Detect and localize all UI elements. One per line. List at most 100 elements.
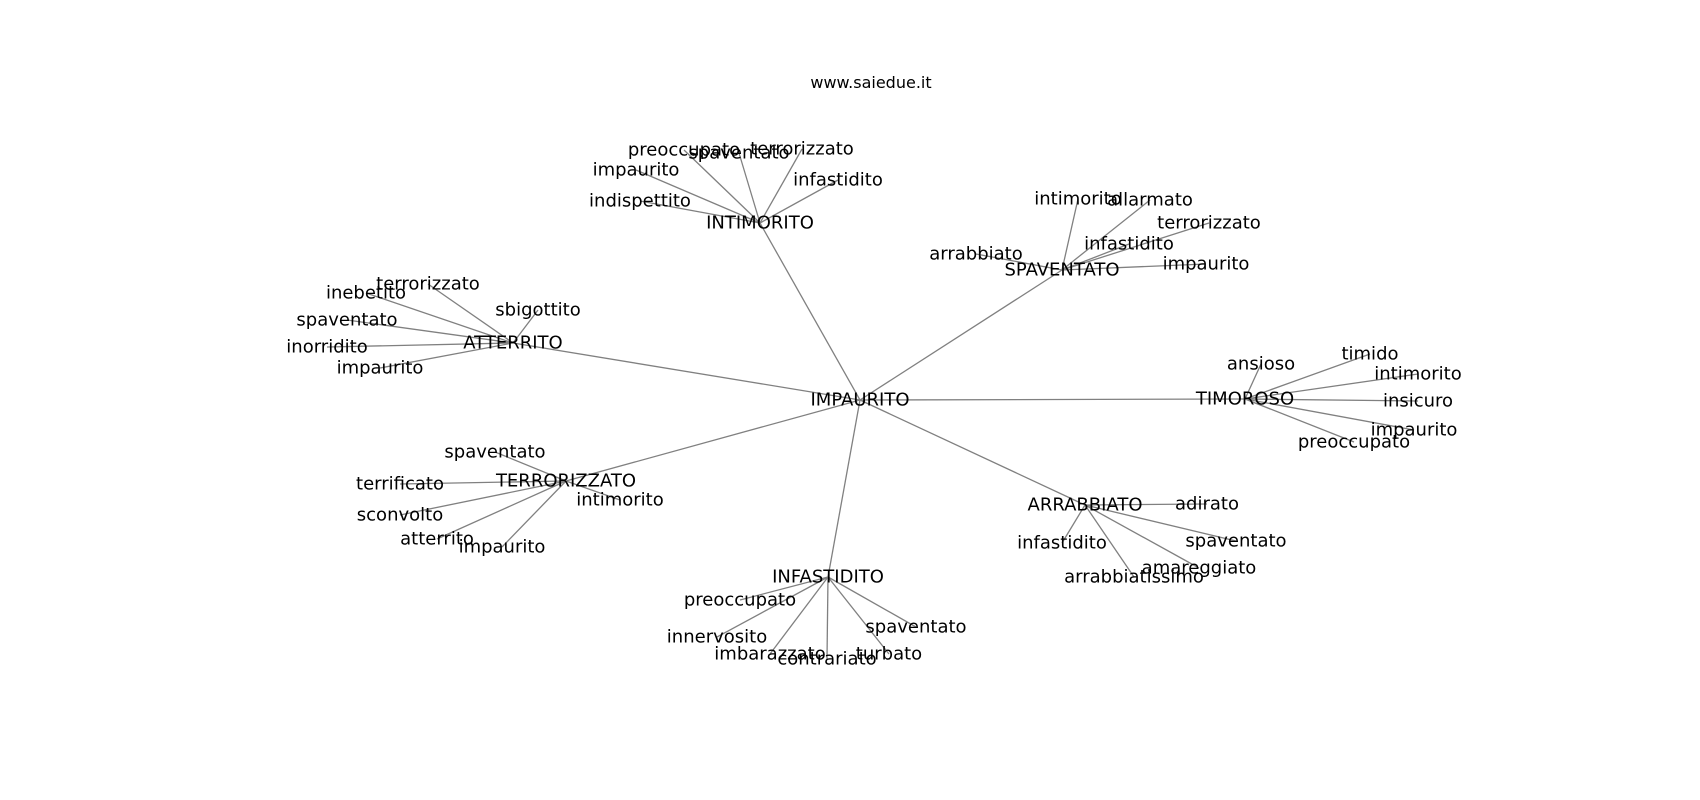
edge-arrabbiato-infastidito xyxy=(1061,504,1086,544)
edge-spaventato-arrabbiato xyxy=(975,253,1063,271)
node-leaf-atterrito-sbigottito: sbigottito xyxy=(495,300,580,321)
edge-infastidito-spaventato xyxy=(827,576,917,628)
node-leaf-infastidito-preoccupato: preoccupato xyxy=(684,590,796,611)
edge-timoroso-intimorito xyxy=(1244,373,1419,400)
edge-terrorizzato-impaurito xyxy=(501,480,567,548)
edge-arrabbiato-spaventato xyxy=(1084,504,1237,542)
edge-timoroso-ansioso xyxy=(1244,363,1262,400)
node-leaf-arrabbiato-amareggiato: amareggiato xyxy=(1142,558,1257,579)
node-leaf-arrabbiato-adirato: adirato xyxy=(1175,494,1239,515)
edge-terrorizzato-intimorito xyxy=(565,480,621,501)
edge-timoroso-impaurito xyxy=(1244,398,1415,431)
labels-layer: IMPAURITOINTIMORITOpreoccupatospaventato… xyxy=(286,139,1461,670)
node-leaf-intimorito-indispettito: indispettito xyxy=(589,191,691,212)
node-leaf-atterrito-impaurito: impaurito xyxy=(337,358,424,379)
edge-terrorizzato-spaventato xyxy=(494,451,567,482)
node-leaf-intimorito-spaventato: spaventato xyxy=(688,143,789,164)
edge-infastidito-imbarazzato xyxy=(769,576,829,655)
node-leaf-atterrito-terrorizzato: terrorizzato xyxy=(376,274,480,295)
edge-intimorito-infastidito xyxy=(759,179,839,224)
edge-spaventato-infastidito xyxy=(1061,243,1130,271)
edge-terrorizzato-atterrito xyxy=(436,480,567,540)
node-leaf-intimorito-impaurito: impaurito xyxy=(593,160,680,181)
edge-atterrito-terrorizzato xyxy=(427,283,514,344)
node-leaf-intimorito-infastidito: infastidito xyxy=(793,170,883,191)
edge-terrorizzato-sconvolto xyxy=(399,480,567,516)
edge-infastidito-turbato xyxy=(827,576,890,655)
edge-infastidito-preoccupato xyxy=(739,576,829,601)
node-leaf-terrorizzato-sconvolto: sconvolto xyxy=(357,505,443,526)
node-leaf-infastidito-imbarazzato: imbarazzato xyxy=(714,644,825,665)
node-leaf-spaventato-infastidito: infastidito xyxy=(1084,234,1174,255)
node-leaf-spaventato-allarmato: allarmato xyxy=(1107,190,1193,211)
edge-intimorito-indispettito xyxy=(639,200,761,224)
node-hub-timoroso: TIMOROSO xyxy=(1195,389,1294,410)
node-leaf-intimorito-terrorizzato: terrorizzato xyxy=(750,139,854,160)
node-leaf-arrabbiato-spaventato: spaventato xyxy=(1185,531,1286,552)
edge-infastidito-contrariato xyxy=(826,576,829,660)
node-leaf-arrabbiato-arrabbiatissimo: arrabbiatissimo xyxy=(1064,567,1204,588)
node-leaf-atterrito-inebetito: inebetito xyxy=(326,283,406,304)
edge-timoroso-insicuro xyxy=(1244,398,1419,402)
node-leaf-timoroso-insicuro: insicuro xyxy=(1383,391,1453,412)
node-leaf-infastidito-spaventato: spaventato xyxy=(865,617,966,638)
node-leaf-arrabbiato-infastidito: infastidito xyxy=(1017,533,1107,554)
edge-arrabbiato-amareggiato xyxy=(1084,504,1200,569)
page-title: www.saiedue.it xyxy=(810,73,931,92)
edge-root-atterrito xyxy=(512,342,861,401)
edge-timoroso-timido xyxy=(1244,353,1371,400)
node-leaf-atterrito-spaventato: spaventato xyxy=(296,310,397,331)
node-leaf-infastidito-innervosito: innervosito xyxy=(667,627,767,648)
node-leaf-terrorizzato-atterrito: atterrito xyxy=(400,529,474,550)
edge-intimorito-preoccupato xyxy=(683,149,761,224)
edge-root-intimorito xyxy=(759,222,861,401)
node-leaf-infastidito-turbato: turbato xyxy=(856,644,922,665)
node-leaf-timoroso-impaurito: impaurito xyxy=(1371,420,1458,441)
edge-spaventato-intimorito xyxy=(1061,198,1079,271)
node-leaf-terrorizzato-impaurito: impaurito xyxy=(459,537,546,558)
edge-root-spaventato xyxy=(859,269,1063,401)
edge-terrorizzato-terrificato xyxy=(399,480,567,485)
node-leaf-atterrito-inorridito: inorridito xyxy=(286,337,367,358)
node-leaf-timoroso-timido: timido xyxy=(1341,344,1398,365)
edge-root-arrabbiato xyxy=(859,399,1086,506)
edge-spaventato-allarmato xyxy=(1061,199,1151,271)
edge-spaventato-impaurito xyxy=(1061,263,1207,271)
node-hub-atterrito: ATTERRITO xyxy=(463,333,562,354)
node-root-impaurito: IMPAURITO xyxy=(810,390,909,411)
node-leaf-spaventato-impaurito: impaurito xyxy=(1163,254,1250,275)
edges-layer xyxy=(326,148,1419,660)
node-leaf-intimorito-preoccupato: preoccupato xyxy=(628,140,740,161)
node-leaf-terrorizzato-terrificato: terrificato xyxy=(356,474,444,495)
node-leaf-terrorizzato-spaventato: spaventato xyxy=(444,442,545,463)
edge-atterrito-sbigottito xyxy=(512,309,539,344)
node-hub-intimorito: INTIMORITO xyxy=(706,213,814,234)
edge-spaventato-terrorizzato xyxy=(1061,222,1210,271)
node-hub-infastidito: INFASTIDITO xyxy=(772,567,884,588)
edge-atterrito-inorridito xyxy=(326,342,514,348)
node-hub-arrabbiato: ARRABBIATO xyxy=(1028,495,1143,516)
node-leaf-spaventato-arrabbiato: arrabbiato xyxy=(929,244,1023,265)
edge-root-infastidito xyxy=(827,399,861,578)
node-leaf-infastidito-contrariato: contrariato xyxy=(777,649,876,670)
edge-intimorito-terrorizzato xyxy=(759,148,803,224)
node-leaf-spaventato-terrorizzato: terrorizzato xyxy=(1157,213,1261,234)
edge-atterrito-inebetito xyxy=(365,292,514,344)
node-hub-spaventato: SPAVENTATO xyxy=(1004,260,1119,281)
edge-atterrito-spaventato xyxy=(346,319,514,344)
edge-infastidito-innervosito xyxy=(716,576,829,638)
node-leaf-timoroso-intimorito: intimorito xyxy=(1374,364,1462,385)
edge-atterrito-impaurito xyxy=(379,342,514,369)
node-hub-terrorizzato: TERRORIZZATO xyxy=(495,471,636,492)
node-leaf-spaventato-intimorito: intimorito xyxy=(1034,189,1122,210)
edge-intimorito-spaventato xyxy=(738,152,761,224)
node-leaf-timoroso-preoccupato: preoccupato xyxy=(1298,432,1410,453)
edge-arrabbiato-arrabbiatissimo xyxy=(1084,504,1135,578)
edge-timoroso-preoccupato xyxy=(1244,398,1355,443)
node-leaf-terrorizzato-intimorito: intimorito xyxy=(576,490,664,511)
edge-intimorito-impaurito xyxy=(635,169,761,224)
edge-root-terrorizzato xyxy=(565,399,861,482)
node-leaf-timoroso-ansioso: ansioso xyxy=(1227,354,1295,375)
edge-arrabbiato-adirato xyxy=(1084,503,1208,506)
